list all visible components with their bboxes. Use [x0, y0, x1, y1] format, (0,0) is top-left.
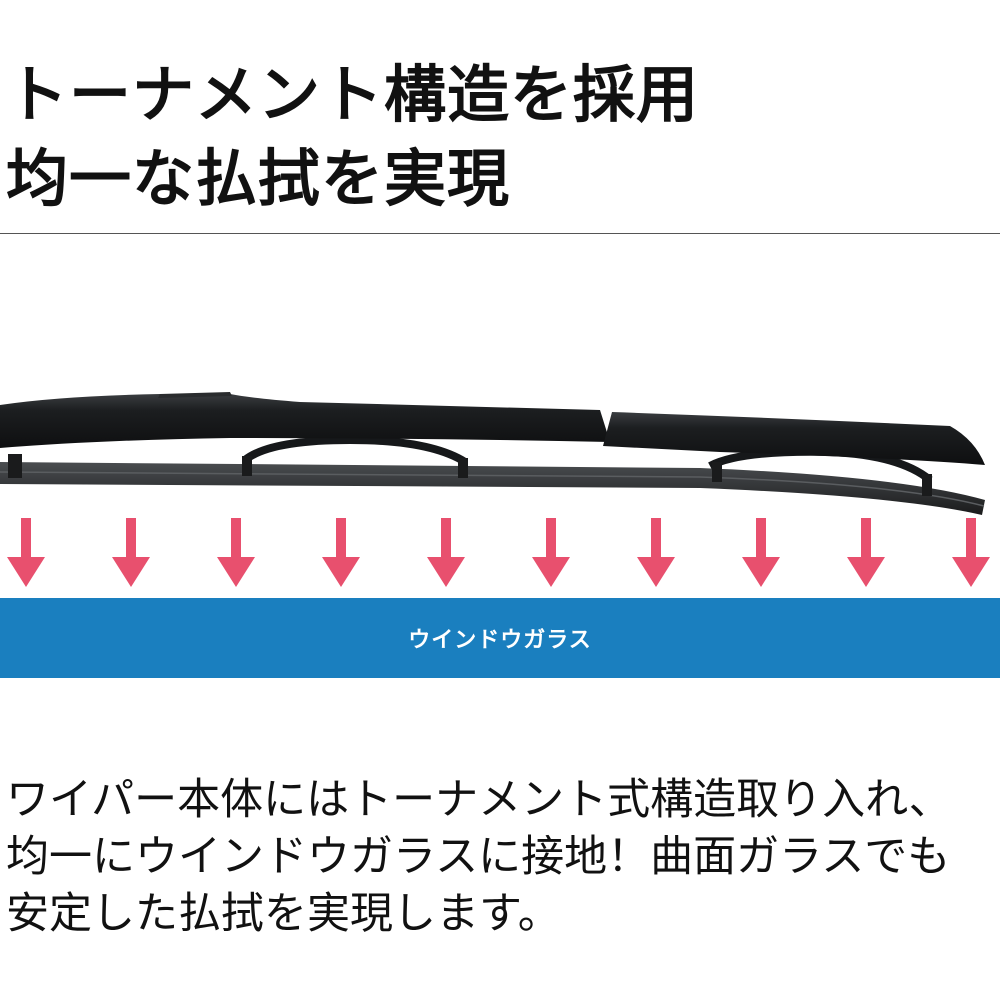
down-arrow-icon: [952, 518, 990, 587]
windshield-glass-label: ウインドウガラス: [408, 628, 592, 653]
heading-line-1: トーナメント構造を採用: [6, 58, 700, 131]
wiper-blade-image: [0, 392, 985, 515]
down-arrow-icon: [847, 518, 885, 587]
down-arrow-icon: [322, 518, 360, 587]
heading-line-2: 均一な払拭を実現: [6, 142, 511, 215]
description-line-1: ワイパー本体にはトーナメント式構造取り入れ、: [6, 775, 952, 825]
down-arrow-icon: [532, 518, 570, 587]
pressure-arrows: [7, 518, 990, 587]
divider: [0, 233, 1000, 234]
description-line-3: 安定した払拭を実現します。: [6, 889, 561, 939]
down-arrow-icon: [217, 518, 255, 587]
description-line-2: 均一にウインドウガラスに接地！曲面ガラスでも: [6, 832, 951, 882]
down-arrow-icon: [427, 518, 465, 587]
windshield-glass-band: ウインドウガラス: [0, 598, 1000, 678]
down-arrow-icon: [637, 518, 675, 587]
description: ワイパー本体にはトーナメント式構造取り入れ、 均一にウインドウガラスに接地！曲面…: [6, 772, 952, 943]
down-arrow-icon: [7, 518, 45, 587]
down-arrow-icon: [742, 518, 780, 587]
down-arrow-icon: [112, 518, 150, 587]
